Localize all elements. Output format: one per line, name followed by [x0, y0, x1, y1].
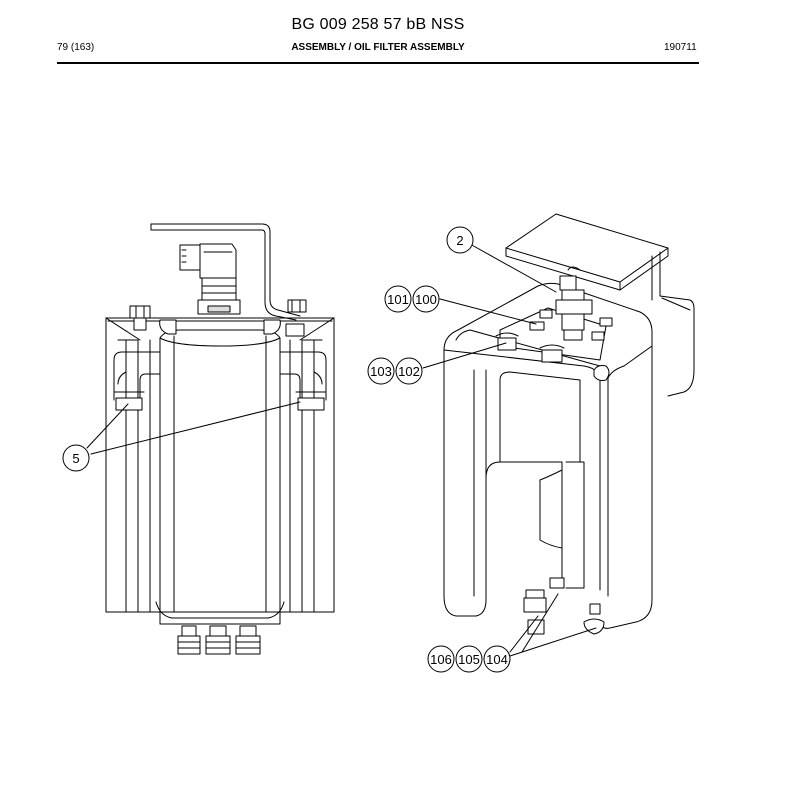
leader-lines — [86, 243, 597, 657]
document-date: 190711 — [664, 42, 697, 53]
callout-2: 2 — [446, 226, 474, 254]
callout-101: 101 — [384, 285, 412, 313]
section-title: ASSEMBLY / OIL FILTER ASSEMBLY — [291, 42, 465, 53]
callout-5: 5 — [62, 444, 90, 472]
callout-2-label: 2 — [456, 233, 463, 248]
callout-102-label: 102 — [398, 364, 420, 379]
isometric-view — [443, 213, 695, 635]
callout-106: 106 — [427, 645, 455, 673]
callout-103-label: 103 — [370, 364, 392, 379]
callout-104-label: 104 — [486, 652, 508, 667]
document-id: BG 009 258 57 bB NSS — [291, 16, 465, 33]
callout-101-label: 101 — [387, 292, 409, 307]
callout-105-label: 105 — [458, 652, 480, 667]
page-number: 79 (163) — [57, 42, 95, 53]
callout-5-label: 5 — [72, 451, 79, 466]
callout-106-label: 106 — [430, 652, 452, 667]
callout-103: 103 — [367, 357, 395, 385]
front-view — [105, 223, 335, 655]
callout-100: 100 — [412, 285, 440, 313]
callout-104: 104 — [483, 645, 511, 673]
header-rule — [57, 62, 699, 64]
callout-100-label: 100 — [415, 292, 437, 307]
callout-105: 105 — [455, 645, 483, 673]
callout-102: 102 — [395, 357, 423, 385]
